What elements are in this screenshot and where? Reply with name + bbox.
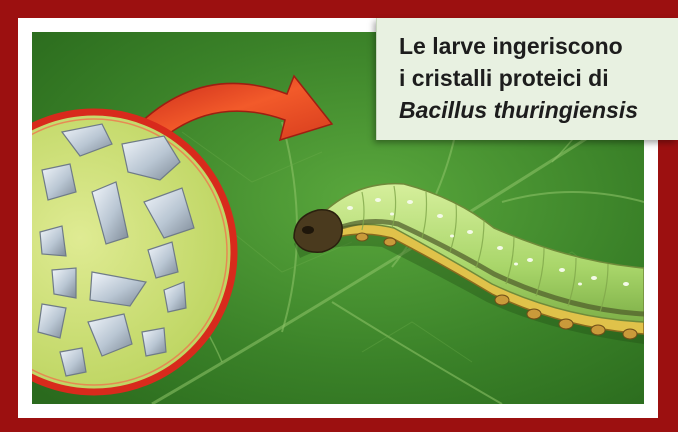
caption-line-2: i cristalli proteici di — [399, 62, 668, 94]
caption-box: Le larve ingeriscono i cristalli proteic… — [376, 18, 678, 140]
caption-line-1: Le larve ingeriscono — [399, 30, 668, 62]
caption-line-3: Bacillus thuringiensis — [399, 94, 668, 126]
